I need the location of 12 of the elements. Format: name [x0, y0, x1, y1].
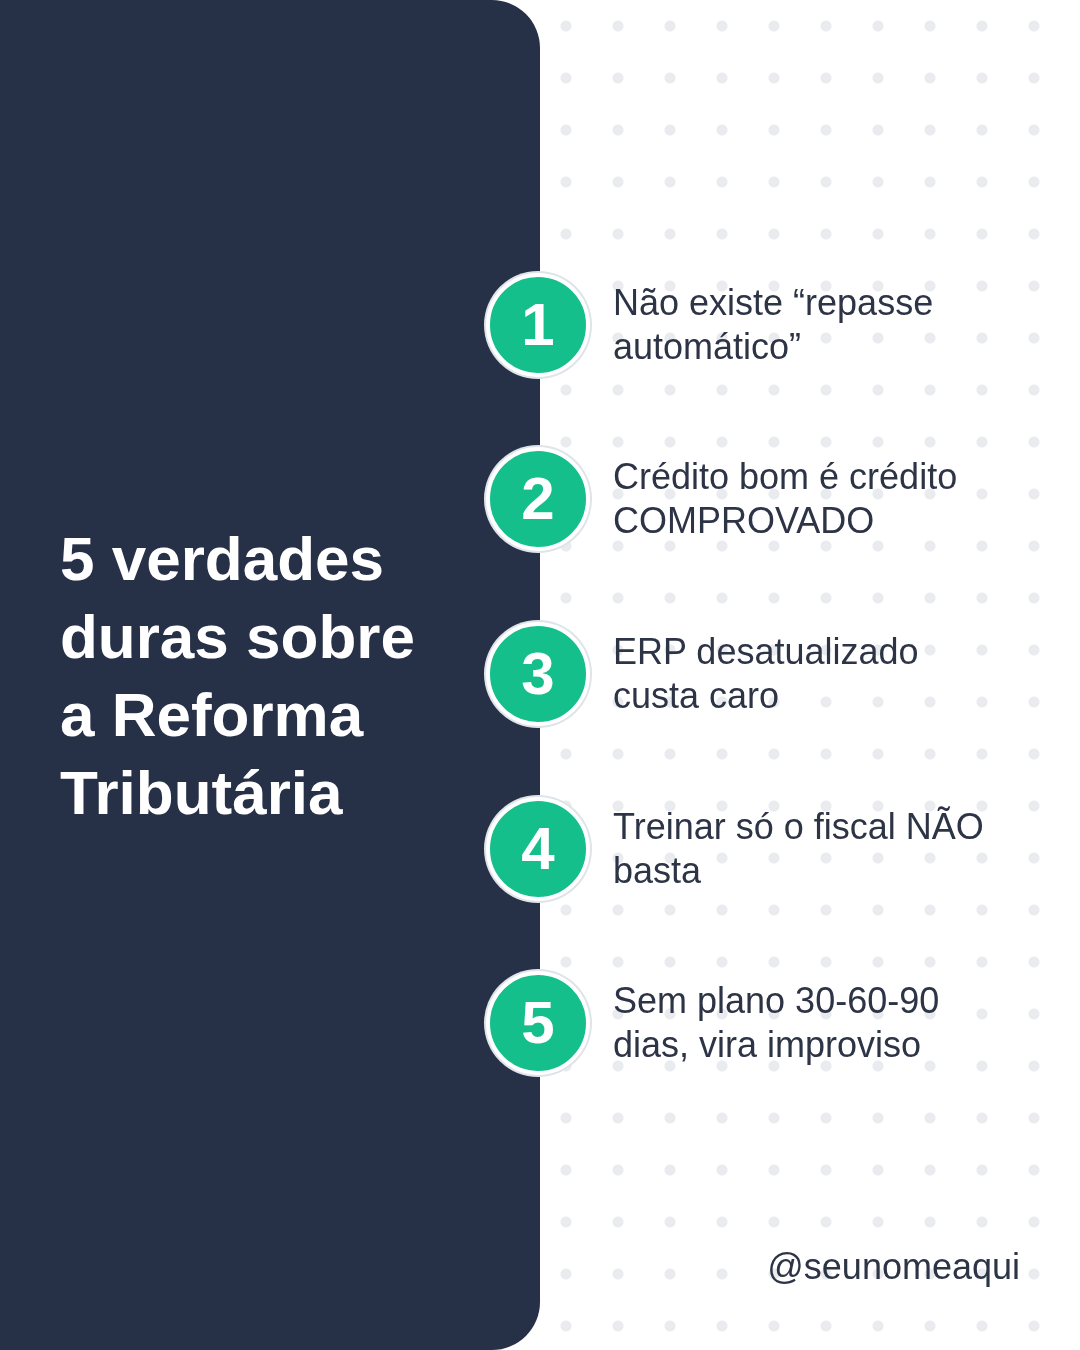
title: 5 verdades duras sobre a Reforma Tributária — [60, 523, 416, 829]
statement-text: ERP desatualizado custa caro — [613, 630, 920, 718]
statement-text: Crédito bom é crédito COMPROVADO — [613, 455, 959, 543]
statement-text: Não existe “repasse automático” — [613, 281, 935, 369]
statement-text: Treinar só o fiscal NÃO basta — [613, 805, 985, 893]
number-circle: 2 — [486, 447, 590, 551]
statement-text: Sem plano 30-60-90 dias, vira improviso — [613, 979, 941, 1067]
handle-text: @seunomeaqui — [767, 1245, 1020, 1289]
number-circle: 4 — [486, 797, 590, 901]
number-circle: 3 — [486, 622, 590, 726]
number-circle: 1 — [486, 273, 590, 377]
number-circle: 5 — [486, 971, 590, 1075]
